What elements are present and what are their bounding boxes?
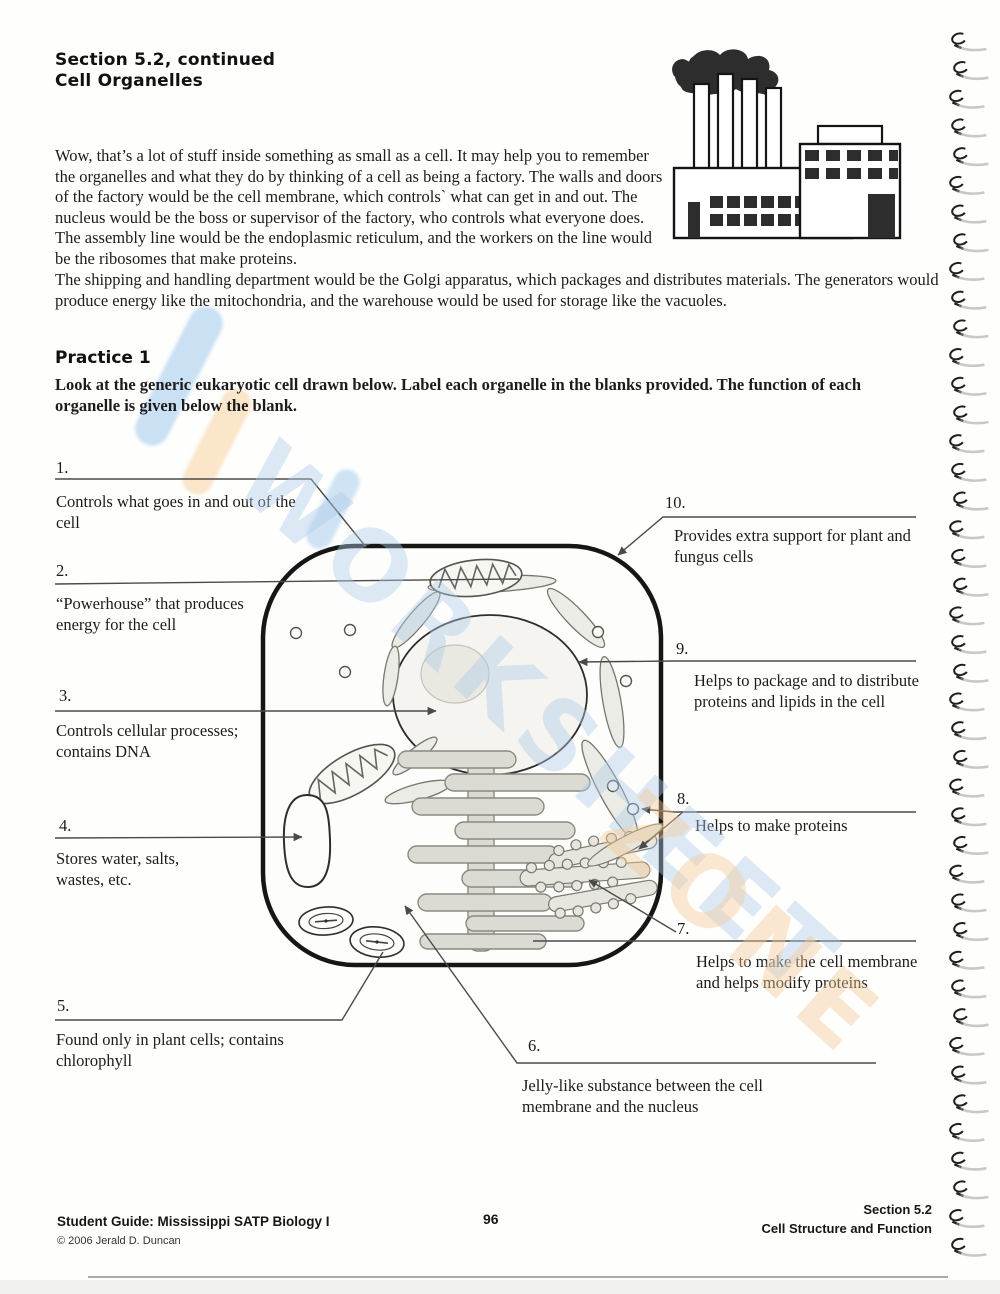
section-heading-line1: Section 5.2, continued bbox=[55, 50, 276, 70]
chloroplast-2 bbox=[349, 926, 405, 958]
mitochondrion-left bbox=[308, 743, 396, 805]
label-8-description: Helps to make proteins bbox=[695, 816, 848, 835]
watermark-streak-blue-2 bbox=[301, 464, 365, 554]
cell-membrane bbox=[260, 543, 664, 968]
factory-tower-door bbox=[868, 194, 895, 238]
section-heading: Section 5.2, continued Cell Organelles bbox=[55, 50, 275, 92]
intro-paragraph-part2: The shipping and handling department wou… bbox=[55, 270, 939, 310]
leader-7-diagonal bbox=[588, 879, 677, 933]
label-7-description: Helps to make the cell membrane and help… bbox=[696, 952, 918, 992]
nucleus bbox=[392, 614, 588, 776]
factory-left-door bbox=[688, 202, 700, 238]
label-5-number: 5. bbox=[57, 996, 70, 1015]
label-1-description: Controls what goes in and out of the cel… bbox=[56, 492, 296, 532]
label-2-description: “Powerhouse” that produces energy for th… bbox=[56, 594, 244, 634]
label-7-number: 7. bbox=[677, 919, 690, 938]
label-4-description: Stores water, salts, wastes, etc. bbox=[56, 849, 180, 889]
intro-paragraph-part1: Wow, that’s a lot of stuff inside someth… bbox=[55, 146, 663, 268]
footer-page-number: 96 bbox=[483, 1211, 499, 1227]
section-heading-line2: Cell Organelles bbox=[55, 71, 203, 91]
practice-instructions: Look at the generic eukaryotic cell draw… bbox=[55, 375, 862, 415]
label-3-number: 3. bbox=[59, 686, 72, 705]
mitochondrion-top bbox=[429, 558, 523, 598]
footer-right-block: Section 5.2 Cell Structure and Function bbox=[680, 1200, 932, 1238]
label-10-description: Provides extra support for plant and fun… bbox=[674, 526, 911, 566]
footer-right-line1: Section 5.2 bbox=[863, 1202, 932, 1217]
footer-right-line2: Cell Structure and Function bbox=[761, 1221, 932, 1236]
label-1-number: 1. bbox=[56, 458, 69, 477]
factory-smokestacks bbox=[692, 72, 783, 172]
label-9-description: Helps to package and to distribute prote… bbox=[694, 671, 919, 711]
watermark-word-1: WORKSHEET bbox=[215, 420, 864, 1020]
blank-line-2 bbox=[54, 578, 520, 585]
scan-bottom-edge bbox=[0, 1280, 1000, 1294]
label-4-number: 4. bbox=[59, 816, 72, 835]
label-6-description: Jelly-like substance between the cell me… bbox=[522, 1076, 763, 1116]
label-10-number: 10. bbox=[665, 493, 686, 512]
factory-tower-windows bbox=[805, 150, 898, 179]
blank-line-4 bbox=[54, 832, 303, 842]
endoplasmic-reticulum-segments bbox=[382, 574, 639, 841]
chloroplast-1 bbox=[298, 906, 354, 936]
label-5-description: Found only in plant cells; contains chlo… bbox=[56, 1030, 284, 1070]
label-9-number: 9. bbox=[676, 639, 689, 658]
blank-line-9 bbox=[578, 657, 916, 667]
central-er-ribbon bbox=[397, 750, 591, 952]
practice-title: Practice 1 bbox=[55, 348, 151, 368]
blank-line-5 bbox=[55, 951, 384, 1021]
vacuole bbox=[282, 793, 332, 889]
leader-8-diagonal bbox=[638, 811, 684, 850]
blank-line-8 bbox=[641, 805, 916, 814]
label-6-number: 6. bbox=[528, 1036, 541, 1055]
factory-illustration bbox=[672, 49, 902, 240]
label-3-description: Controls cellular processes; contains DN… bbox=[56, 721, 239, 761]
factory-tower-roof bbox=[816, 124, 884, 146]
footer-left-title: Student Guide: Mississippi SATP Biology … bbox=[57, 1214, 330, 1229]
spiral-binding bbox=[949, 32, 989, 1257]
ribosome-dots bbox=[289, 623, 640, 816]
label-2-number: 2. bbox=[56, 561, 69, 580]
label-8-number: 8. bbox=[677, 789, 690, 808]
golgi-apparatus bbox=[519, 823, 663, 919]
nucleolus bbox=[420, 644, 490, 704]
footer-copyright: © 2006 Jerald D. Duncan bbox=[57, 1235, 181, 1247]
